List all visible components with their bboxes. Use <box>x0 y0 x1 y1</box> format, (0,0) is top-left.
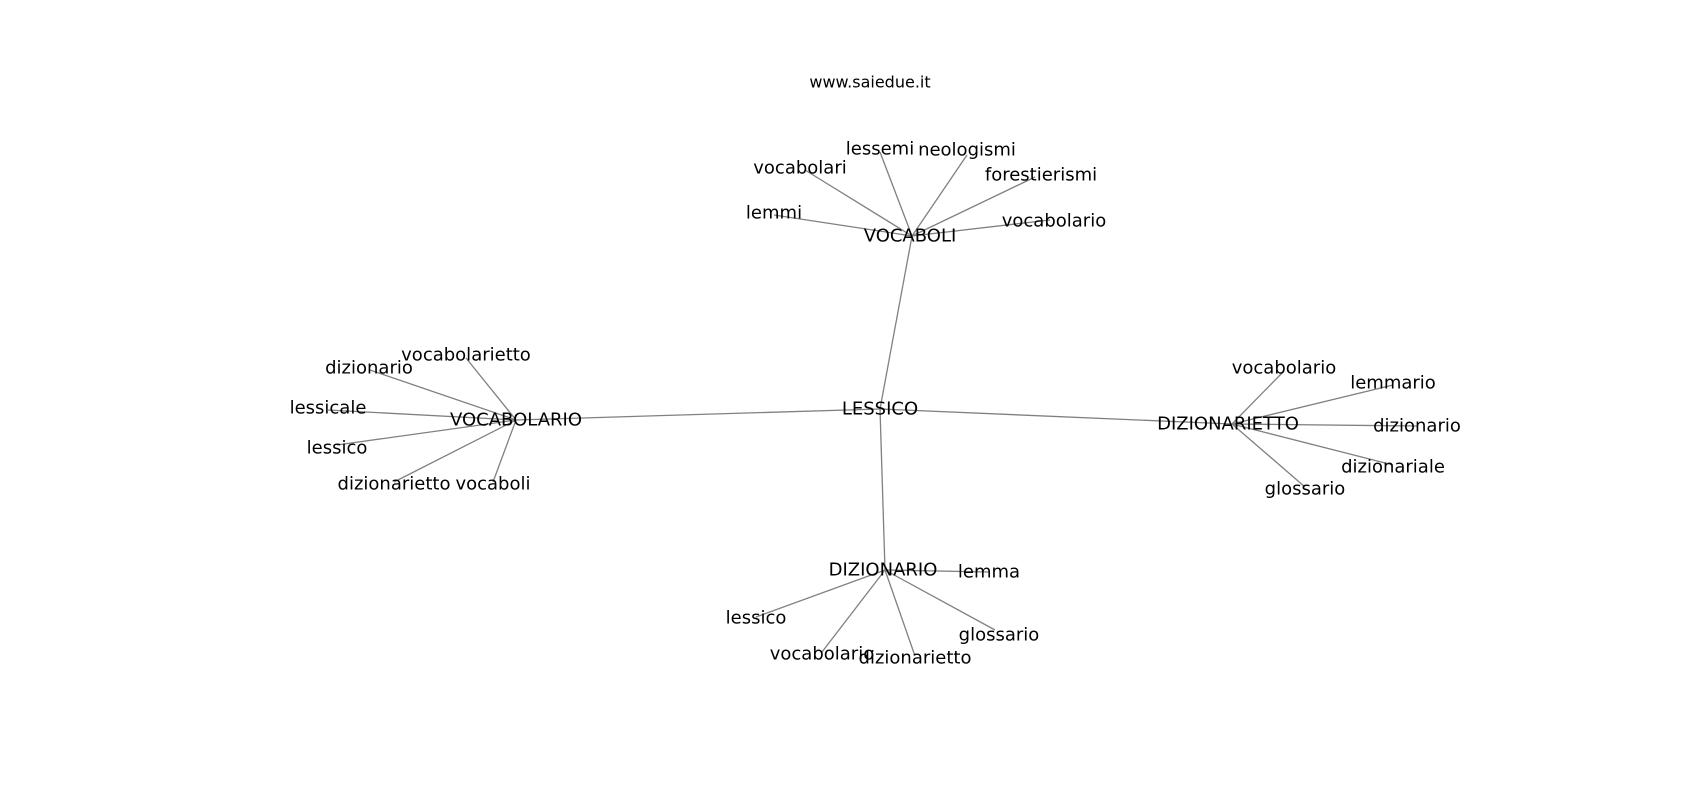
edge-vocabolario-lessico <box>336 419 517 446</box>
edge-vocaboli-forestierismi <box>911 176 1036 237</box>
node-leaf-dizionarietto-lemmario: lemmario <box>1350 373 1436 394</box>
edge-dizionario-dizionarietto <box>884 569 916 657</box>
node-leaf-vocaboli-forestierismi: forestierismi <box>985 165 1097 186</box>
edge-dizionario-glossario <box>884 569 996 631</box>
node-hub-vocaboli: VOCABOLI <box>864 226 957 247</box>
node-leaf-dizionario-vocabolario: vocabolario <box>770 644 874 665</box>
node-hub-vocabolario: VOCABOLARIO <box>450 410 582 431</box>
edge-dizionario-lessico <box>755 569 886 618</box>
node-leaf-vocabolario-vocaboli: vocaboli <box>455 474 530 495</box>
site-watermark: www.saiedue.it <box>809 73 930 92</box>
node-leaf-vocabolario-lessico: lessico <box>307 438 368 459</box>
node-leaf-vocabolario-dizionario: dizionario <box>325 358 413 379</box>
edge-vocabolario-dizionarietto <box>393 419 517 483</box>
edge-layer <box>327 151 1418 657</box>
edge-vocabolario-vocabolarietto <box>465 357 517 421</box>
node-leaf-dizionario-lessico: lessico <box>726 608 787 629</box>
edge-vocaboli-vocabolari <box>804 169 913 237</box>
edge-center-dizionarietto <box>879 408 1233 425</box>
node-center-lessico: LESSICO <box>842 399 918 420</box>
node-leaf-vocaboli-vocabolario: vocabolario <box>1002 211 1106 232</box>
node-leaf-vocaboli-neologismi: neologismi <box>918 140 1016 161</box>
node-leaf-vocaboli-lessemi: lessemi <box>846 139 914 160</box>
edge-dizionario-lemma <box>884 569 990 573</box>
edge-dizionarietto-lemmario <box>1231 384 1394 425</box>
edge-center-vocaboli <box>879 235 913 410</box>
edge-vocabolario-vocaboli <box>492 419 517 483</box>
edge-dizionarietto-dizionariale <box>1231 423 1394 466</box>
node-leaf-dizionarietto-dizionariale: dizionariale <box>1341 457 1445 478</box>
node-leaf-vocaboli-lemmi: lemmi <box>746 203 802 224</box>
edge-center-vocabolario <box>515 408 881 421</box>
node-leaf-dizionarietto-glossario: glossario <box>1265 479 1346 500</box>
edge-vocaboli-lemmi <box>773 214 913 237</box>
node-leaf-dizionarietto-dizionario: dizionario <box>1373 416 1461 437</box>
node-hub-dizionarietto: DIZIONARIETTO <box>1157 414 1299 435</box>
node-leaf-vocabolario-vocabolarietto: vocabolarietto <box>401 345 531 366</box>
node-hub-dizionario: DIZIONARIO <box>829 560 938 581</box>
node-leaf-dizionario-glossario: glossario <box>959 625 1040 646</box>
node-leaf-dizionario-dizionarietto: dizionarietto <box>859 648 972 669</box>
node-leaf-vocaboli-vocabolari: vocabolari <box>753 158 846 179</box>
edge-vocaboli-lessemi <box>879 151 913 237</box>
edge-vocabolario-lessicale <box>327 409 517 421</box>
edge-dizionarietto-glossario <box>1231 423 1306 488</box>
node-leaf-vocabolario-dizionarietto: dizionarietto <box>338 474 451 495</box>
edge-vocaboli-neologismi <box>911 154 968 237</box>
node-leaf-dizionario-lemma: lemma <box>958 562 1020 583</box>
edge-dizionarietto-dizionario <box>1231 423 1418 427</box>
edge-dizionarietto-vocabolario <box>1231 370 1285 425</box>
edge-dizionario-vocabolario <box>821 569 886 653</box>
edge-vocabolario-dizionario <box>369 369 517 421</box>
edge-vocaboli-vocabolario <box>911 219 1051 237</box>
edge-center-dizionario <box>879 408 886 571</box>
node-leaf-vocabolario-lessicale: lessicale <box>290 398 367 419</box>
node-leaf-dizionarietto-vocabolario: vocabolario <box>1232 358 1336 379</box>
